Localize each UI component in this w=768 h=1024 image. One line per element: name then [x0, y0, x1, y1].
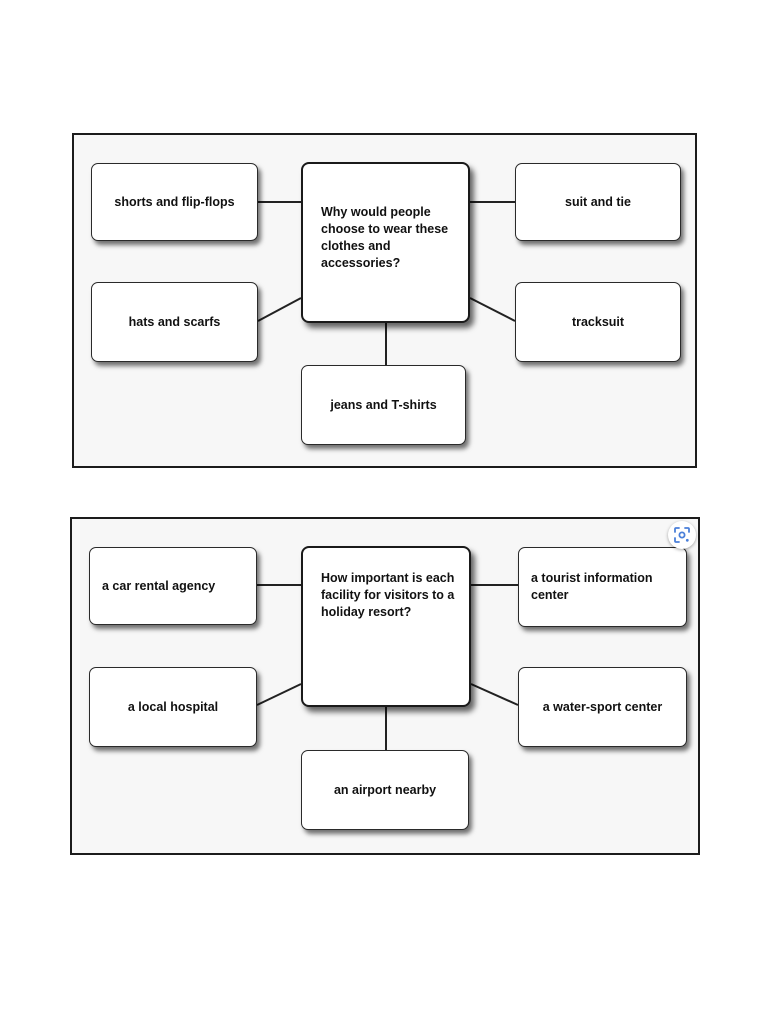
node-top-right: suit and tie: [515, 163, 681, 241]
central-question-node: Why would people choose to wear these cl…: [301, 162, 470, 323]
connector-line: [469, 297, 516, 322]
node-bottom: jeans and T-shirts: [301, 365, 466, 445]
node-label: a car rental agency: [102, 578, 216, 593]
node-label: a water-sport center: [542, 699, 663, 714]
node-mid-right: a water-sport center: [518, 667, 687, 747]
node-mid-left: a local hospital: [89, 667, 257, 747]
connector-lines: [256, 584, 519, 750]
connector-line: [256, 683, 302, 706]
connector-line: [470, 683, 519, 706]
node-top-right: a tourist information center: [518, 547, 687, 627]
connector-lines: [257, 201, 516, 365]
connector-line: [257, 297, 302, 322]
node-top-left: shorts and flip-flops: [91, 163, 258, 241]
lens-glyph: [674, 527, 690, 543]
node-mid-left: hats and scarfs: [91, 282, 258, 362]
node-label: hats and scarfs: [128, 314, 221, 329]
node-label: shorts and flip-flops: [114, 194, 235, 209]
node-bottom: an airport nearby: [301, 750, 469, 830]
node-label: tracksuit: [571, 314, 625, 329]
node-label: an airport nearby: [333, 782, 437, 797]
node-label: jeans and T-shirts: [330, 397, 437, 412]
central-question: How important is each facility for visit…: [321, 571, 455, 619]
visual-search-icon[interactable]: [668, 521, 696, 549]
central-question-node: How important is each facility for visit…: [301, 546, 471, 707]
node-label: a tourist information center: [531, 571, 653, 602]
node-top-left: a car rental agency: [89, 547, 257, 625]
diagram-panel-clothes: shorts and flip-flops hats and scarfs Wh…: [72, 133, 697, 468]
central-question: Why would people choose to wear these cl…: [321, 205, 449, 270]
node-label: a local hospital: [127, 699, 219, 714]
node-mid-right: tracksuit: [515, 282, 681, 362]
diagram-panel-resort: a car rental agency a local hospital How…: [70, 517, 700, 855]
node-label: suit and tie: [565, 194, 631, 209]
